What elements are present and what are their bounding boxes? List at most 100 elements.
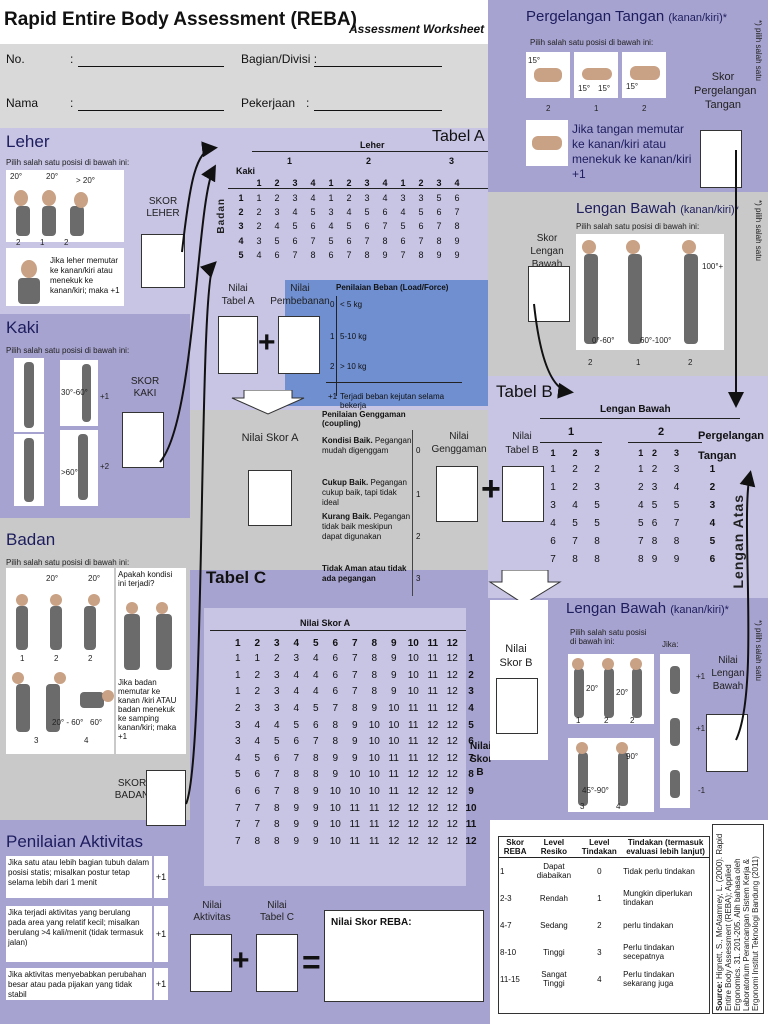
badan-title: Badan [6, 530, 56, 549]
table-cell: 8-10 [500, 947, 517, 957]
angle-label: 60°-100° [640, 336, 672, 345]
kaki-adj-1: +1 [100, 392, 110, 401]
page-title: Rapid Entire Body Assessment (REBA) [4, 9, 357, 30]
table-cell: 8 [351, 702, 358, 714]
option-number: 2 [54, 654, 59, 663]
leg-figure-3 [14, 434, 44, 506]
table-cell: 7 [234, 819, 241, 831]
table-cell: 6 [651, 517, 658, 529]
genggaman-title: Penilaian Genggaman (coupling) [322, 410, 406, 428]
side-note: *) pilih salah satu [754, 200, 763, 261]
nilai-aktivitas-input[interactable] [190, 934, 232, 992]
beban-title: Penilaian Beban (Load/Force) [336, 283, 449, 292]
nilai-tabel-a-input[interactable] [218, 316, 258, 374]
table-cell: 3 [234, 719, 241, 731]
table-cell: 12 [446, 669, 458, 681]
table-cell: 10 [368, 736, 380, 748]
table-cell: 10 [349, 769, 361, 781]
nilai-pembebanan-input[interactable] [278, 316, 320, 374]
table-cell: 11 [349, 802, 360, 814]
nilai-tabel-b-input[interactable] [502, 466, 544, 522]
angle-label: 20° [88, 574, 101, 583]
nilai-tabel-c-input[interactable] [256, 934, 298, 992]
table-cell: 7 [254, 819, 261, 831]
col-header: Level Tindakan [581, 838, 617, 856]
nilai-skor-a-label: Nilai Skor A [241, 432, 299, 444]
table-cell: 4 [400, 206, 406, 217]
table-cell: 8 [310, 250, 316, 261]
table-cell: 12 [427, 752, 439, 764]
wrist-twist-figure [526, 120, 568, 166]
nilai-lengan-atas-input[interactable] [706, 714, 748, 772]
table-cell: 9 [293, 835, 300, 847]
table-cell: 6 [254, 785, 261, 797]
table-cell: 9 [651, 553, 658, 565]
nilai-genggaman-input[interactable] [436, 466, 478, 522]
col-header: 3 [364, 178, 370, 189]
pergelangan-adjust: Jika tangan memutar ke kanan/kiri atau m… [572, 122, 692, 181]
table-cell: 5 [572, 517, 578, 529]
nilai-pembebanan-label: Nilai Pembebanan [270, 283, 330, 307]
col-header: 2 [254, 637, 261, 649]
col-header: 4 [382, 178, 388, 189]
badan-question: Apakah kondisi ini terjadi? [118, 570, 173, 588]
no-field[interactable] [78, 66, 224, 67]
table-cell: 8 [273, 819, 280, 831]
table-cell: 3 [673, 463, 680, 475]
adj-label: +1 [696, 672, 706, 681]
table-cell: 5 [594, 517, 600, 529]
table-cell: Tidak perlu tindakan [623, 866, 695, 876]
table-cell: 8 [332, 719, 339, 731]
group-label: 2 [658, 426, 665, 438]
table-cell: 7 [254, 802, 261, 814]
table-cell: 7 [332, 702, 339, 714]
nilai-skor-a-input[interactable] [248, 470, 292, 526]
colon: : [306, 96, 310, 110]
table-cell: 10 [368, 785, 380, 797]
table-cell: 5 [346, 221, 352, 232]
table-cell: 8 [436, 235, 442, 246]
nama-field[interactable] [78, 110, 224, 111]
col-header: 2 [274, 178, 280, 189]
table-cell: 5 [436, 192, 442, 203]
table-cell: 2 [234, 702, 241, 714]
aktivitas-item-2: Jika terjadi aktivitas yang berulang pad… [6, 906, 152, 962]
skor-kaki-input[interactable] [122, 412, 164, 468]
table-cell: 2-3 [500, 893, 512, 903]
table-cell: 8 [312, 752, 319, 764]
col-header: 3 [292, 178, 298, 189]
pekerjaan-label: Pekerjaan [241, 96, 296, 110]
angle-label: 20° - 60° [52, 718, 84, 727]
table-cell: 3 [594, 481, 600, 493]
skor-badan-input[interactable] [146, 770, 186, 826]
option-number: 1 [576, 716, 581, 725]
table-cell: 12 [407, 802, 419, 814]
col-header: 1 [234, 637, 241, 649]
nilai-skor-b-input[interactable] [496, 678, 538, 734]
table-cell: 11 [408, 719, 419, 731]
table-cell: 4 [638, 499, 644, 511]
table-cell: 9 [390, 653, 397, 665]
col-header: 7 [351, 637, 358, 649]
nilai-skor-reba-input[interactable]: Nilai Skor REBA: [324, 910, 484, 1002]
identity-panel: No. : Bagian/Divisi : Nama : Pekerjaan : [0, 44, 488, 128]
pekerjaan-field[interactable] [314, 110, 442, 111]
table-cell: 6 [436, 206, 442, 217]
table-cell: 7 [312, 736, 319, 748]
nilai-tabel-c-label: Nilai Tabel C [260, 900, 294, 923]
bagian-field[interactable] [314, 66, 442, 67]
skor-leher-input[interactable] [141, 234, 185, 288]
table-cell: 6 [292, 235, 298, 246]
leher-instruction: Pilih salah satu posisi di bawah ini: [6, 158, 130, 167]
angle-label: 0°-60° [592, 336, 615, 345]
beban-num: 1 [330, 332, 335, 341]
badan-figures: 20° 20° 20° - 60° 60° 1 2 2 3 4 [6, 568, 114, 754]
no-label: No. [6, 52, 25, 66]
table-cell: 6 [293, 736, 300, 748]
